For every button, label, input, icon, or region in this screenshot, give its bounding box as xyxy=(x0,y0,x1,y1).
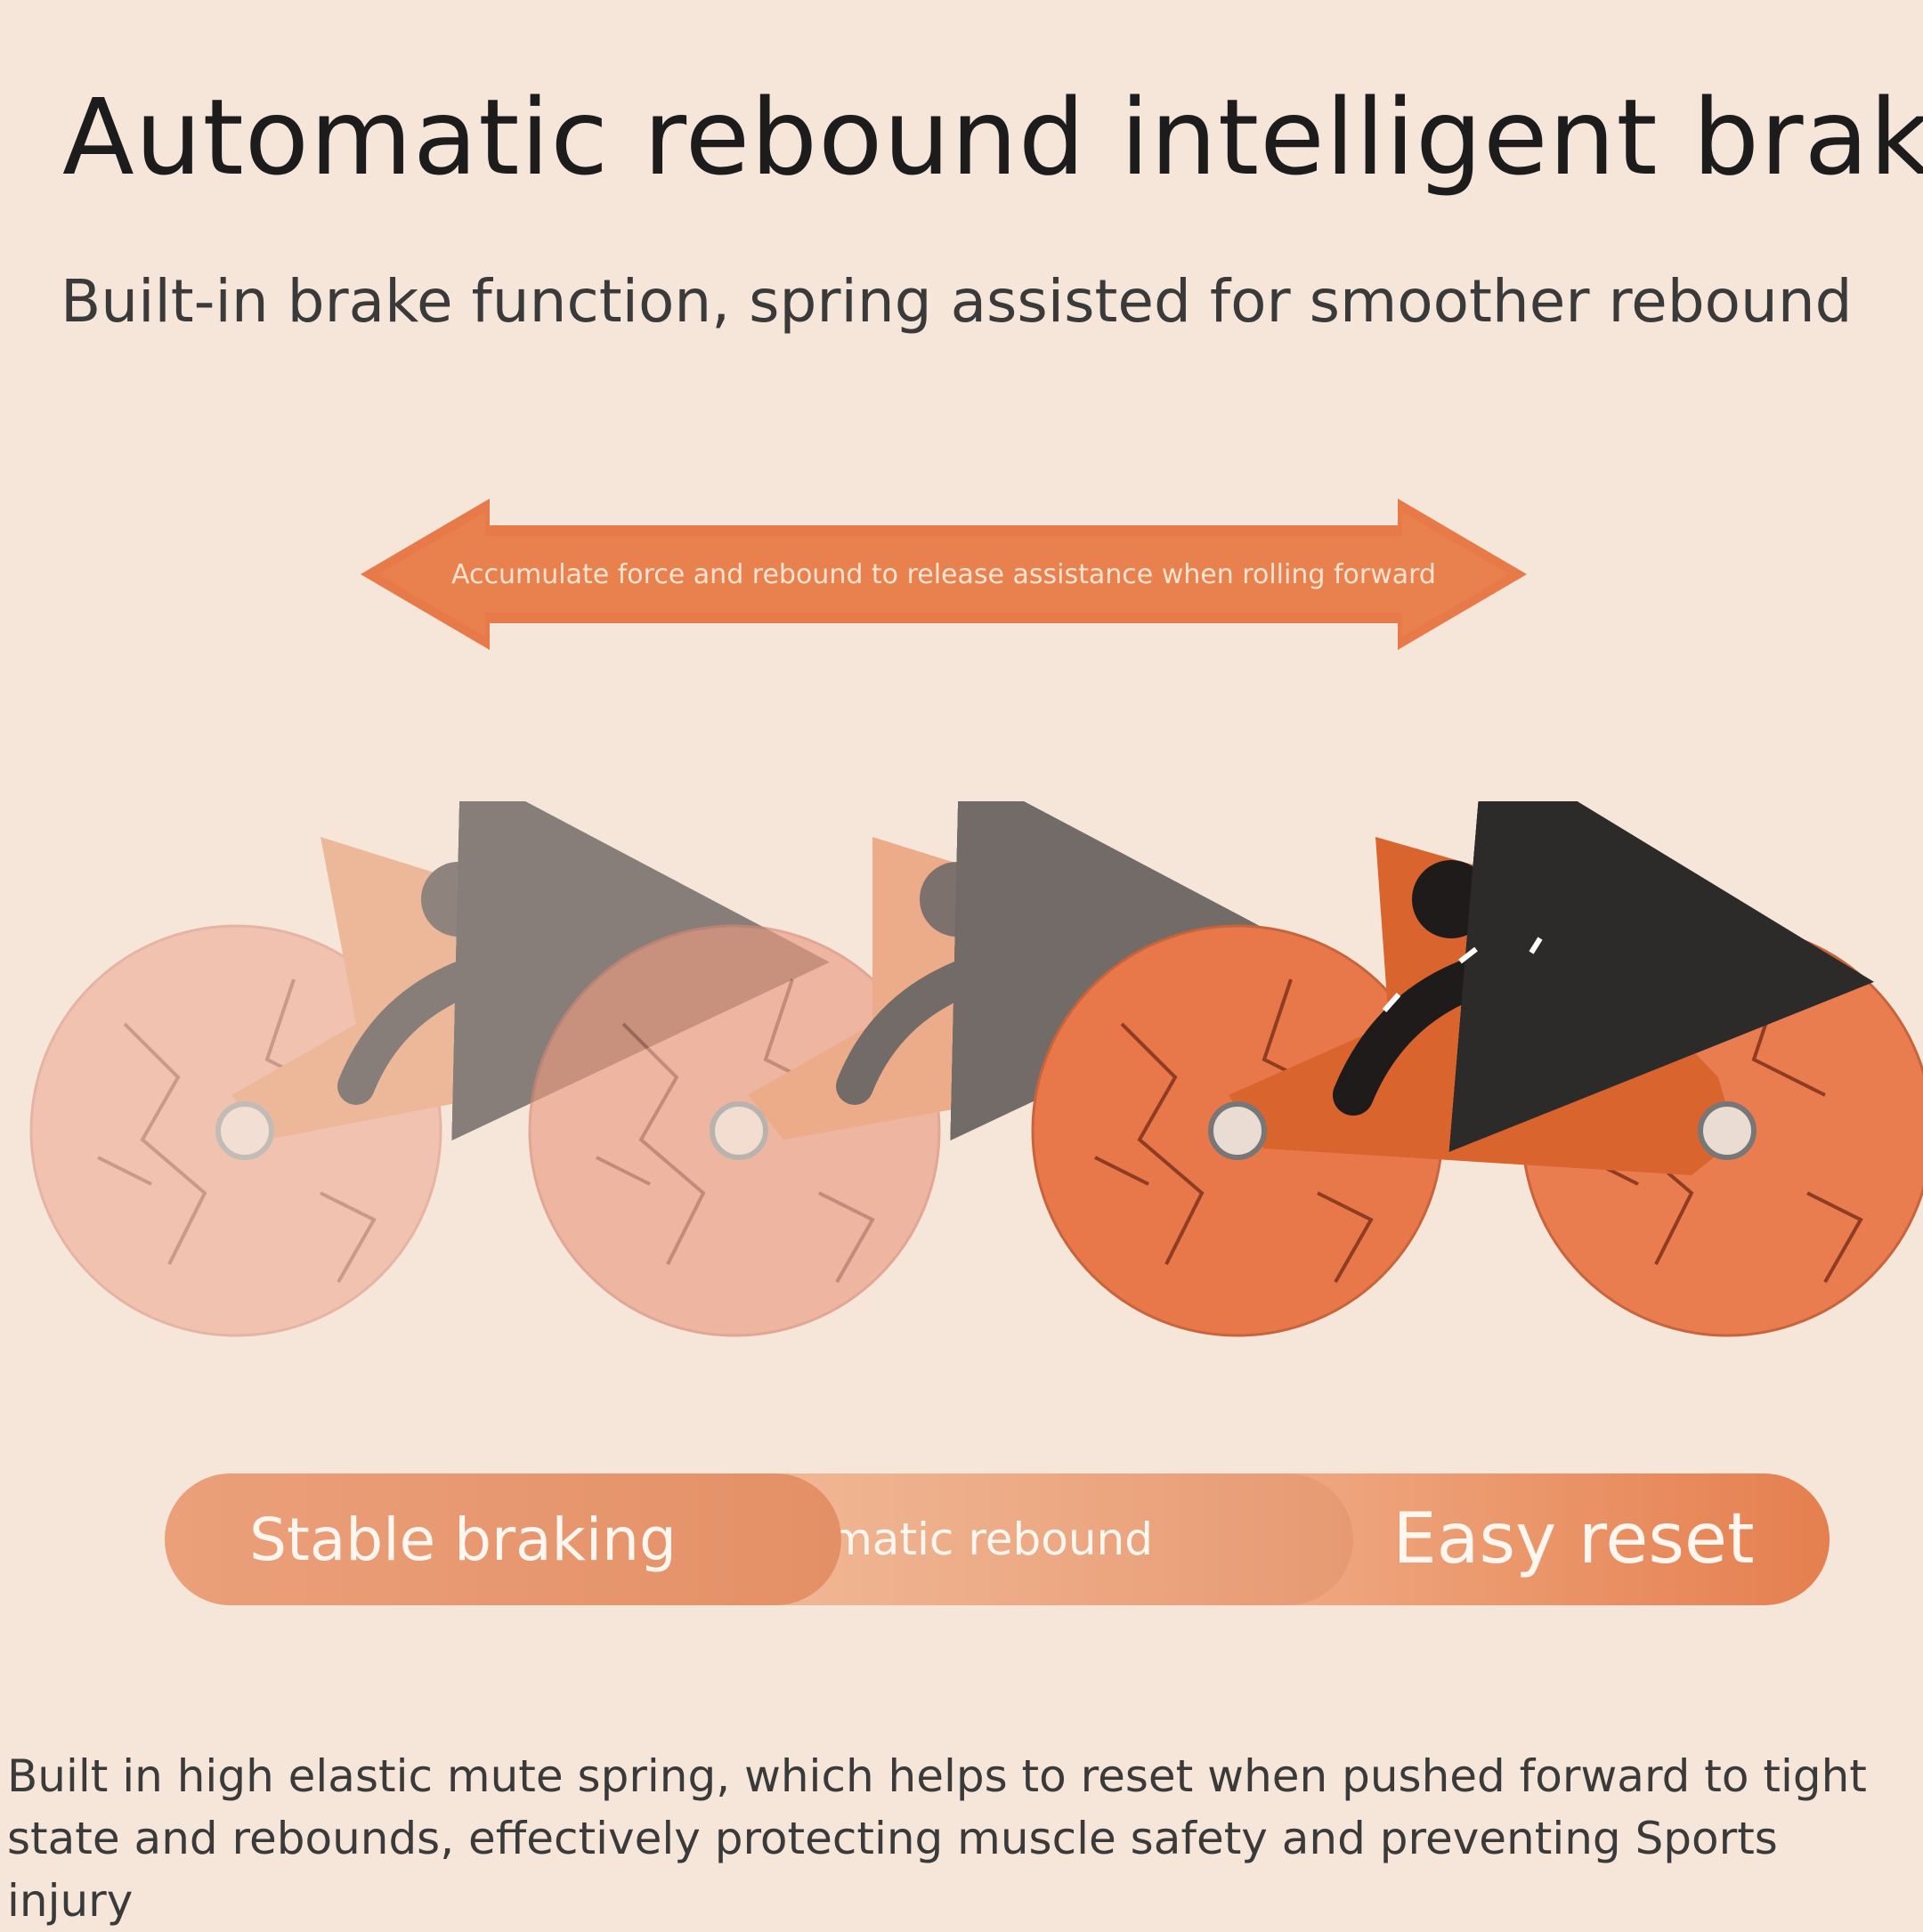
double-arrow-banner: Accumulate force and rebound to release … xyxy=(361,499,1527,650)
page-title: Automatic rebound intelligent brake xyxy=(62,76,1923,199)
rebound-arrow-icon xyxy=(1333,801,1875,1152)
ab-roller-wheel-icon xyxy=(29,801,830,1337)
ab-roller-illustration xyxy=(29,801,1923,1337)
ab-roller-wheel-icon xyxy=(528,801,1328,1337)
ab-roller-wheel-icon xyxy=(1031,801,1923,1337)
rebound-arrow-icon xyxy=(337,801,830,1141)
rebound-arrow-icon xyxy=(836,801,1328,1141)
feature-stable-braking: Stable braking xyxy=(165,1473,841,1605)
page-subtitle: Built-in brake function, spring assisted… xyxy=(61,267,1853,336)
arrow-caption: Accumulate force and rebound to release … xyxy=(451,558,1436,590)
feature-label: Easy reset xyxy=(1392,1499,1755,1579)
feature-label: Stable braking xyxy=(249,1505,677,1574)
feature-bar: Easy reset Automatic rebound Stable brak… xyxy=(165,1473,1830,1605)
double-arrow-icon xyxy=(361,499,1527,650)
description-text: Built in high elastic mute spring, which… xyxy=(7,1750,1867,1927)
